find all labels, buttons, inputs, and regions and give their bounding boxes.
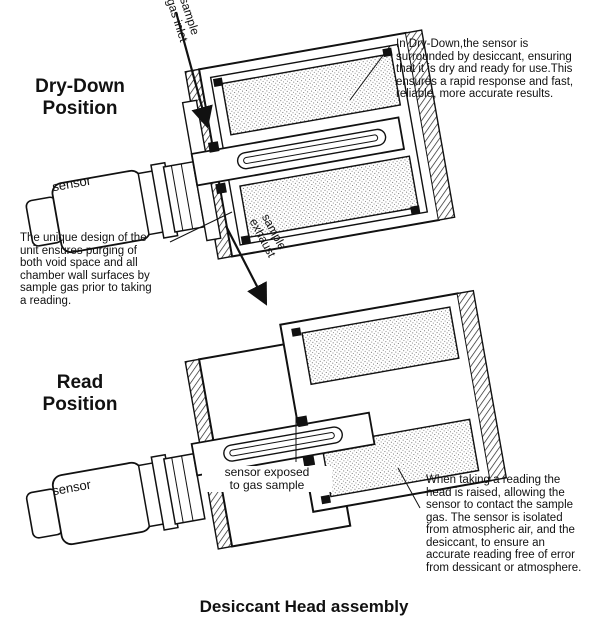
- desiccant-lower-top: [239, 155, 420, 239]
- desiccant-upper-bottom: [301, 306, 460, 386]
- read-note: When taking a reading the head is raised…: [426, 474, 582, 574]
- sensor-exposed-label: sensor exposed to gas sample: [202, 466, 332, 492]
- dry-down-note: In Dry-Down,the sensor is surrounded by …: [396, 38, 574, 100]
- dry-down-drawing: [25, 29, 456, 260]
- purge-note: The unique design of the unit ensures pu…: [20, 232, 152, 307]
- read-drawing: [25, 289, 508, 550]
- sensor-body-top: [25, 160, 206, 254]
- inlet-arrow: [174, 11, 213, 129]
- desiccant-upper-top: [221, 52, 402, 136]
- read-title: Read Position: [42, 372, 118, 415]
- exhaust-arrow: [225, 225, 268, 306]
- sensor-body-bottom: [25, 452, 206, 546]
- figure-caption: Desiccant Head assembly: [199, 597, 409, 616]
- dry-down-title: Dry-Down Position: [35, 76, 125, 119]
